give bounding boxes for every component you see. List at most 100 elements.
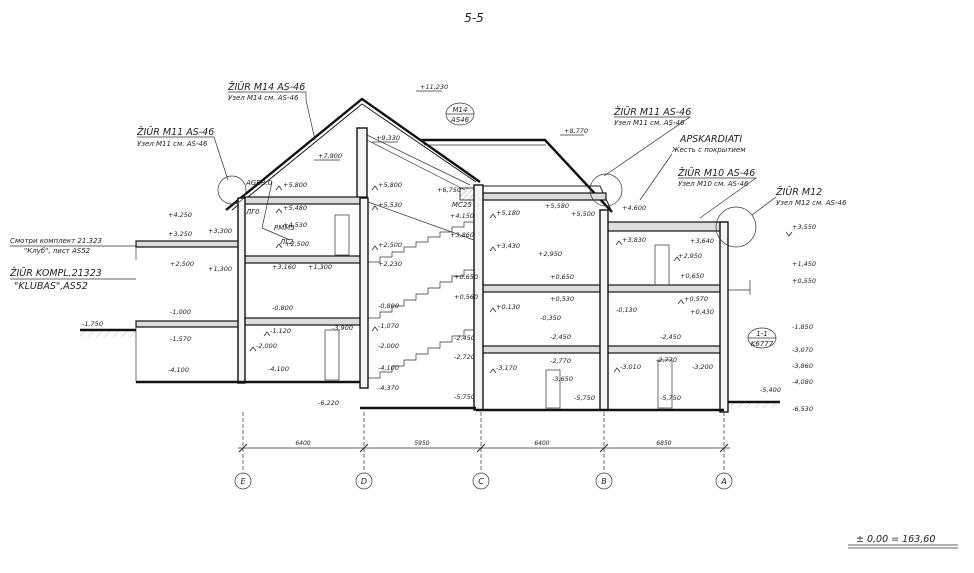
svg-text:+9,330: +9,330: [376, 134, 400, 142]
svg-text:+0,650: +0,650: [680, 272, 704, 280]
svg-text:-0,800: -0,800: [378, 302, 399, 310]
svg-text:+0,650: +0,650: [454, 273, 478, 281]
svg-text:+5,580: +5,580: [545, 202, 569, 210]
section-title: 5-5: [464, 11, 484, 25]
svg-text:+6,750: +6,750: [437, 186, 461, 194]
svg-text:AS46: AS46: [450, 116, 470, 124]
svg-text:PMM5: PMM5: [274, 224, 295, 232]
svg-text:+5,800: +5,800: [283, 181, 307, 189]
svg-text:-2,450: -2,450: [454, 334, 475, 342]
svg-text:+2,500: +2,500: [170, 260, 194, 268]
svg-text:ŽIŪR M10 AS-46: ŽIŪR M10 AS-46: [677, 167, 755, 179]
svg-text:-1,120: -1,120: [270, 327, 291, 335]
svg-text:-4,080: -4,080: [792, 378, 813, 386]
svg-text:APSKARDIATI: APSKARDIATI: [679, 134, 742, 145]
callout-roof-top: ŽIŪR M14 AS-46 Узел М14 см. AS-46: [227, 81, 316, 141]
svg-text:+1,300: +1,300: [208, 265, 232, 273]
svg-text:+3,160: +3,160: [272, 263, 296, 271]
svg-text:+2,500: +2,500: [285, 240, 309, 248]
svg-text:-5,750: -5,750: [660, 394, 681, 402]
svg-text:ŽIŪR M14 AS-46: ŽIŪR M14 AS-46: [227, 81, 305, 93]
svg-text:"KLUBAS",AS52: "KLUBAS",AS52: [14, 281, 88, 292]
svg-text:+2,950: +2,950: [678, 252, 702, 260]
mc25-label: MC25: [452, 201, 472, 209]
svg-text:-1,000: -1,000: [170, 308, 191, 316]
svg-text:-2,450: -2,450: [660, 333, 681, 341]
svg-text:+8,770: +8,770: [564, 127, 588, 135]
elevations: +11,230 +9,330 +7,900 +8,770 +5,800 +5,4…: [82, 83, 816, 413]
svg-text:-2,770: -2,770: [550, 357, 571, 365]
axis-label-b: B: [601, 477, 607, 486]
stairs: [261, 181, 475, 379]
svg-text:-6,220: -6,220: [318, 399, 339, 407]
svg-text:ŽIŪR KOMPL.21323: ŽIŪR KOMPL.21323: [9, 267, 102, 279]
svg-text:-0,350: -0,350: [540, 314, 561, 322]
svg-text:+3,830: +3,830: [622, 236, 646, 244]
svg-text:-1,570: -1,570: [170, 335, 191, 343]
svg-text:-1,850: -1,850: [792, 323, 813, 331]
svg-text:Узел М14 см. AS-46: Узел М14 см. AS-46: [228, 94, 299, 102]
svg-text:-2,450: -2,450: [550, 333, 571, 341]
callout-parapet: ŽIŪR M12 Узел М12 см. AS-46: [751, 186, 847, 216]
svg-text:-2,000: -2,000: [378, 342, 399, 350]
svg-text:+4,250: +4,250: [168, 211, 192, 219]
svg-text:+3,250: +3,250: [168, 230, 192, 238]
svg-text:-2,720: -2,720: [454, 353, 475, 361]
callout-flat-roof: ŽIŪR M10 AS-46 Узел М10 см. AS-46: [677, 167, 758, 219]
svg-text:+0,550: +0,550: [792, 277, 816, 285]
svg-text:+4,530: +4,530: [283, 221, 307, 229]
slabs: [135, 192, 727, 354]
svg-text:+11,230: +11,230: [420, 83, 448, 91]
svg-text:M14: M14: [453, 106, 468, 114]
svg-text:ЛГ0: ЛГ0: [245, 208, 260, 216]
axis-label-e: E: [240, 477, 246, 486]
ground-lines: [80, 328, 780, 412]
svg-text:+3,300: +3,300: [208, 227, 232, 235]
svg-text:+2,500: +2,500: [378, 241, 402, 249]
svg-text:+5,500: +5,500: [571, 210, 595, 218]
span-2: 5950: [414, 440, 429, 447]
svg-text:1-1: 1-1: [756, 330, 767, 338]
axis-label-d: D: [361, 477, 367, 486]
svg-text:-5,750: -5,750: [574, 394, 595, 402]
svg-text:+5,480: +5,480: [283, 204, 307, 212]
roof: [225, 97, 613, 213]
svg-text:ŽIŪR M11 AS-46: ŽIŪR M11 AS-46: [613, 106, 691, 118]
svg-text:+4,600: +4,600: [622, 204, 646, 212]
svg-text:+5,530: +5,530: [378, 201, 402, 209]
axis-label-c: C: [478, 477, 484, 486]
span-4: 6850: [656, 440, 671, 447]
callout-kompl: ŽIŪR KOMPL.21323 "KLUBAS",AS52: [9, 267, 136, 292]
svg-text:ŽIŪR M11 AS-46: ŽIŪR M11 AS-46: [136, 126, 214, 138]
svg-text:Узел М11 см. AS-46: Узел М11 см. AS-46: [137, 140, 208, 148]
svg-text:Узел М10 см. AS-46: Узел М10 см. AS-46: [678, 180, 749, 188]
svg-text:-3,070: -3,070: [792, 346, 813, 354]
svg-text:Узел М12 см. AS-46: Узел М12 см. AS-46: [776, 199, 847, 207]
axis-label-a: A: [720, 477, 726, 486]
svg-text:+2,950: +2,950: [538, 250, 562, 258]
svg-text:Жесть с покрытием: Жесть с покрытием: [671, 146, 746, 154]
svg-text:ŽIŪR M12: ŽIŪR M12: [775, 186, 822, 198]
svg-text:+7,900: +7,900: [318, 152, 342, 160]
m14-bubble: M14 AS46: [445, 102, 475, 126]
svg-text:-5,750: -5,750: [454, 393, 475, 401]
section-mark: 1-1 K6777: [747, 327, 777, 349]
svg-text:+0,560: +0,560: [454, 293, 478, 301]
svg-text:Смотри комплект 21.323: Смотри комплект 21.323: [10, 237, 102, 245]
svg-text:-0,800: -0,800: [272, 304, 293, 312]
span-3: 6400: [534, 440, 549, 447]
svg-text:-3,860: -3,860: [792, 362, 813, 370]
svg-text:-4,100: -4,100: [378, 364, 399, 372]
svg-text:-0,130: -0,130: [616, 306, 637, 314]
callout-apskardiati: APSKARDIATI Жесть с покрытием: [639, 134, 746, 201]
svg-text:-3,010: -3,010: [620, 363, 641, 371]
svg-text:+3,640: +3,640: [690, 237, 714, 245]
svg-text:+3,860: +3,860: [450, 231, 474, 239]
openings: [324, 214, 751, 409]
svg-text:+0,130: +0,130: [496, 303, 520, 311]
callout-left-eave: ŽIŪR M11 AS-46 Узел М11 см. AS-46: [136, 126, 229, 181]
svg-text:+3,550: +3,550: [792, 223, 816, 231]
svg-text:+5,180: +5,180: [496, 209, 520, 217]
svg-text:+0,570: +0,570: [684, 295, 708, 303]
span-1: 6400: [295, 440, 310, 447]
